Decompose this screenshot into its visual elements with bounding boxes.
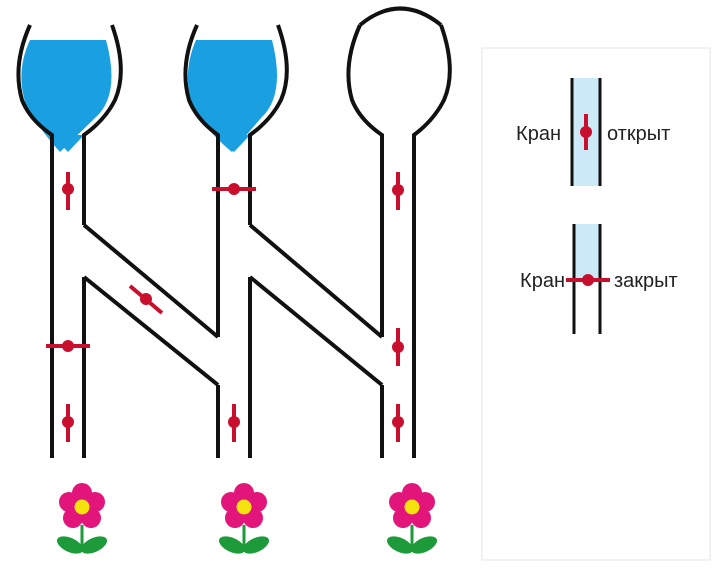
valve-pipe1-top[interactable] [62,172,74,210]
legend-open-valve-icon [580,114,592,150]
funnel-1 [16,24,123,458]
funnel-3 [346,6,452,458]
pipe-network [82,223,384,458]
valve-pipe1-bottom[interactable] [62,404,74,442]
valve-pipe1-middle[interactable] [46,340,90,352]
funnel-2 [183,24,289,325]
flower-3 [386,483,438,554]
valve-pipe2-bottom[interactable] [228,404,240,442]
valve-pipe3-middle[interactable] [392,328,404,366]
legend-closed-label-left: Кран [520,270,565,292]
legend-open-sample [570,78,602,186]
legend-panel: Кран открыт Кран закрыт [481,47,711,561]
legend-closed-sample [566,224,610,334]
valve-diagonal-1[interactable] [128,284,164,315]
flower-2 [218,483,270,554]
valve-pipe3-bottom[interactable] [392,404,404,442]
legend-open-label-left: Кран [516,123,561,145]
legend-closed-valve-icon [566,274,610,286]
flower-1 [56,483,108,554]
valve-pipe3-top[interactable] [392,172,404,210]
legend-open-label-right: открыт [607,123,670,145]
valve-pipe2-top[interactable] [212,183,256,195]
legend-closed-label-right: закрыт [614,270,678,292]
